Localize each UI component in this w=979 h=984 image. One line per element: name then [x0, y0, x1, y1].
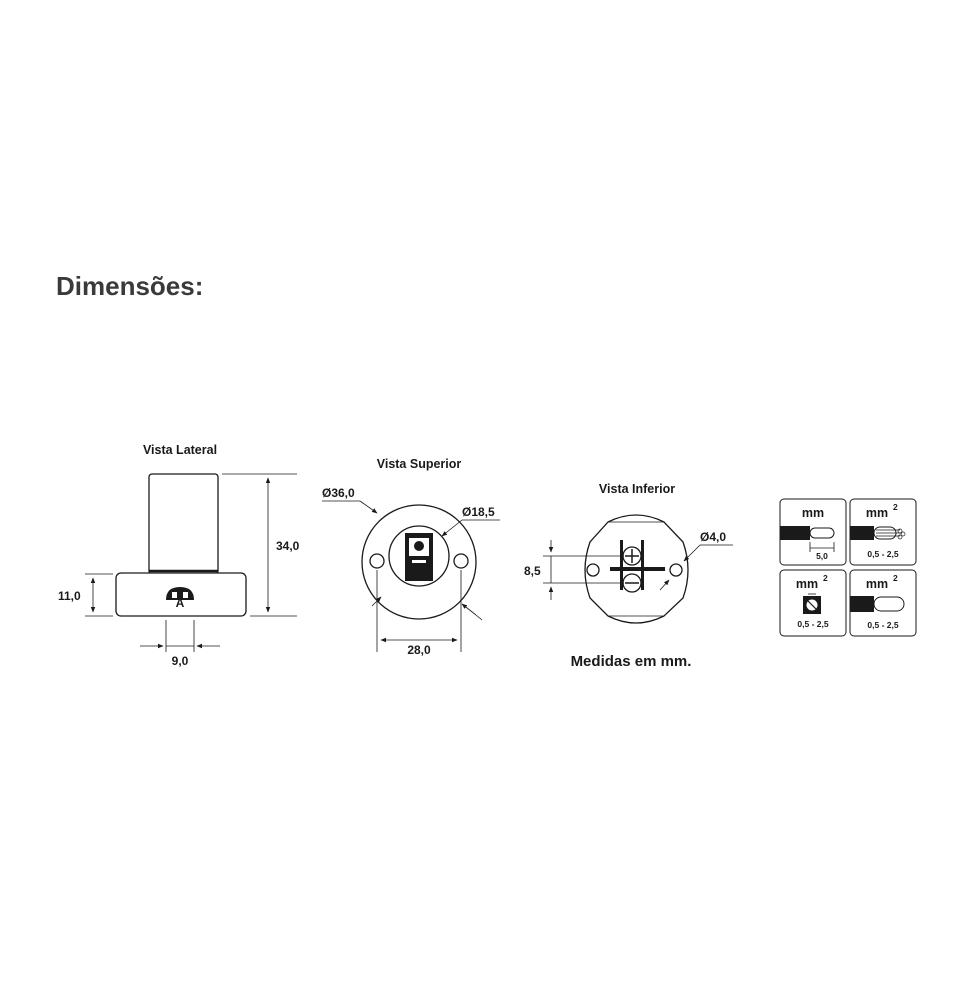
solid-wire-icon — [850, 596, 874, 612]
side-view: Vista Lateral A 34,0 11,0 9,0 — [58, 443, 300, 668]
height-dimension-label: 34,0 — [276, 539, 300, 553]
stranded-wire-icon — [850, 526, 874, 540]
terminal-spacing-label: 8,5 — [524, 564, 541, 578]
svg-text:mm: mm — [866, 577, 888, 591]
units-note: Medidas em mm. — [571, 653, 692, 670]
base-height-dimension-label: 11,0 — [58, 589, 81, 603]
svg-text:0,5 - 2,5: 0,5 - 2,5 — [867, 549, 898, 559]
svg-text:mm: mm — [802, 506, 824, 520]
bottom-view: Vista Inferior 8,5 Ø4,0 — [524, 482, 733, 624]
svg-text:5,0: 5,0 — [816, 551, 828, 561]
wire-spec-box-solid: mm 2 0,5 - 2,5 — [849, 569, 917, 637]
side-view-base-mark: A — [176, 596, 185, 610]
outer-diameter-label: Ø36,0 — [322, 486, 355, 500]
wire-spec-box-stranded: mm 2 0,5 - 2,5 — [849, 498, 917, 566]
wire-insulation-icon — [780, 526, 810, 540]
svg-text:2: 2 — [893, 573, 898, 583]
bottom-view-hole-left — [586, 563, 600, 577]
hole-diameter-label: Ø4,0 — [700, 530, 726, 544]
hole-spacing-label: 28,0 — [407, 643, 431, 657]
svg-text:mm: mm — [866, 506, 888, 520]
svg-text:0,5 - 2,5: 0,5 - 2,5 — [867, 620, 898, 630]
top-view: Vista Superior Ø36,0 Ø18,5 28,0 — [322, 457, 500, 657]
page-title: Dimensões: — [56, 271, 203, 301]
slot-width-dimension-label: 9,0 — [172, 654, 189, 668]
bottom-view-title: Vista Inferior — [599, 482, 675, 496]
wire-spec-panel: mm 5,0 mm 2 0,5 - 2,5 mm 2 — [779, 498, 917, 637]
wire-spec-box-strip-length: mm 5,0 — [779, 498, 847, 566]
top-view-title: Vista Superior — [377, 457, 462, 471]
wire-spec-box-screw-terminal: mm 2 0,5 - 2,5 — [779, 569, 847, 637]
side-view-title: Vista Lateral — [143, 443, 217, 457]
side-view-cylinder — [148, 473, 219, 575]
bottom-view-hole-right — [669, 563, 683, 577]
svg-text:mm: mm — [796, 577, 818, 591]
top-view-mounting-hole-left — [369, 553, 385, 569]
svg-text:0,5 - 2,5: 0,5 - 2,5 — [797, 619, 828, 629]
inner-diameter-label: Ø18,5 — [462, 505, 495, 519]
svg-text:2: 2 — [823, 573, 828, 583]
top-view-mounting-hole-right — [453, 553, 469, 569]
svg-text:2: 2 — [893, 502, 898, 512]
